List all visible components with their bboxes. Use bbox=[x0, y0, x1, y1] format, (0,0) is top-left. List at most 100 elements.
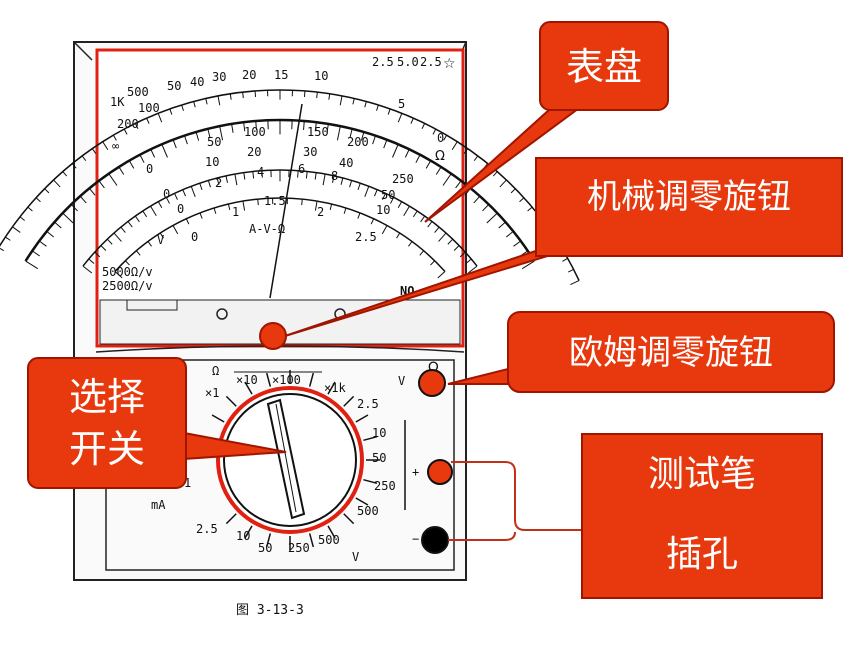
scale-tick bbox=[62, 171, 68, 177]
ohm-label: 100 bbox=[138, 101, 160, 115]
scale-tick bbox=[397, 113, 403, 123]
scale-tick bbox=[314, 172, 317, 180]
scale-tick bbox=[35, 197, 41, 203]
scale-tick bbox=[102, 141, 109, 151]
scale-tick bbox=[25, 260, 39, 270]
low-ac-label: 2 bbox=[317, 205, 324, 219]
scale-tick bbox=[340, 177, 344, 185]
ac-small-label: 10 bbox=[376, 203, 390, 217]
callout-dial-text: 表盘 bbox=[566, 45, 642, 89]
ohm-label: 10 bbox=[314, 69, 328, 83]
scale-tick bbox=[252, 171, 255, 179]
scale-tick bbox=[229, 93, 232, 100]
selector-tick bbox=[343, 513, 355, 525]
omega-icon: Ω bbox=[435, 149, 445, 164]
range-bottom: 250 bbox=[288, 541, 310, 555]
scale-tick bbox=[425, 160, 432, 169]
scale-tick bbox=[114, 271, 123, 279]
scale-tick bbox=[455, 180, 462, 189]
scale-tick bbox=[54, 221, 62, 229]
scale-tick bbox=[372, 135, 376, 145]
scale-tick bbox=[146, 117, 150, 124]
ohm-label: 20 bbox=[242, 68, 256, 82]
sensitivity-1: 5000Ω/v bbox=[102, 265, 153, 279]
low-ac-label: 2.5 bbox=[355, 230, 377, 244]
plus-jack[interactable] bbox=[427, 459, 453, 485]
low-ac-label: 1.5 bbox=[264, 194, 286, 208]
scale-tick bbox=[453, 245, 460, 251]
low-ac-label: 0 bbox=[191, 230, 198, 244]
scale-tick bbox=[172, 139, 177, 149]
scale-tick bbox=[199, 183, 203, 191]
body-edge bbox=[73, 41, 93, 61]
scale-tick bbox=[505, 230, 514, 238]
scale-arc bbox=[114, 197, 446, 272]
scale-tick bbox=[243, 122, 246, 132]
scale-tick bbox=[357, 183, 361, 191]
range-left-1: 1 bbox=[184, 476, 191, 490]
scale-tick bbox=[242, 201, 246, 211]
ohm-label: 500 bbox=[127, 85, 149, 99]
selector-tick bbox=[265, 533, 272, 548]
scale-tick bbox=[169, 108, 173, 115]
range-bottom: 10 bbox=[236, 529, 250, 543]
minus-jack[interactable] bbox=[421, 526, 449, 554]
scale-tick bbox=[297, 170, 299, 178]
scale-tick bbox=[243, 172, 246, 180]
callout-selector-box bbox=[27, 357, 187, 489]
callout-ohmzero-box bbox=[507, 311, 835, 393]
scale-arcs bbox=[0, 89, 580, 286]
range-left-ma: mA bbox=[151, 498, 166, 512]
selector-tick bbox=[244, 381, 253, 395]
scale-tick bbox=[185, 218, 190, 225]
scale-tick bbox=[139, 154, 145, 163]
scale-tick bbox=[38, 240, 47, 247]
ohm-zero-knob[interactable] bbox=[418, 369, 446, 397]
scale-tick bbox=[432, 128, 437, 135]
dc-label: 50 bbox=[207, 135, 221, 149]
range-right: 500 bbox=[357, 504, 379, 518]
scale-tick bbox=[108, 173, 118, 186]
scale-tick bbox=[134, 215, 140, 223]
scale-tick bbox=[420, 215, 426, 223]
ohm-label: 50 bbox=[167, 79, 181, 93]
scale-tick bbox=[195, 131, 200, 141]
callout-probe-box bbox=[581, 433, 823, 599]
scale-tick bbox=[412, 210, 418, 218]
ohm-label: 30 bbox=[212, 70, 226, 84]
scale-tick bbox=[499, 179, 507, 188]
ohm-label: 0 bbox=[437, 131, 444, 145]
scale-tick bbox=[442, 173, 452, 186]
scale-tick bbox=[217, 95, 221, 106]
mech-zero-knob[interactable] bbox=[259, 322, 287, 350]
scale-tick bbox=[190, 186, 196, 197]
selector-tick bbox=[244, 525, 253, 539]
scale-tick bbox=[207, 128, 211, 138]
mirror-slot bbox=[126, 299, 178, 311]
scale-tick bbox=[207, 180, 211, 188]
scale-tick bbox=[303, 120, 305, 130]
scale-tick bbox=[463, 148, 469, 154]
scale-tick bbox=[46, 230, 55, 238]
callout-dial-box bbox=[539, 21, 669, 111]
ohm-label: 1K bbox=[110, 95, 125, 109]
scale-tick bbox=[370, 218, 375, 225]
ohm-knob-v: V bbox=[398, 374, 405, 388]
scale-tick bbox=[376, 104, 379, 111]
scale-tick bbox=[27, 206, 33, 212]
scale-tick bbox=[193, 101, 196, 108]
scale-tick bbox=[451, 141, 458, 151]
scale-tick bbox=[570, 280, 580, 286]
scale-tick bbox=[465, 258, 472, 264]
scale-tick bbox=[98, 180, 105, 189]
scale-tick bbox=[157, 113, 163, 123]
scale-tick bbox=[205, 98, 208, 105]
scale-tick bbox=[71, 163, 77, 169]
scale-tick bbox=[568, 268, 574, 273]
scale-tick bbox=[231, 123, 234, 133]
ohm-label: 5 bbox=[398, 97, 405, 111]
scale-tick bbox=[127, 221, 133, 228]
scale-tick bbox=[397, 201, 403, 208]
top-mark-1: 2.5 bbox=[372, 55, 394, 69]
ac-small-label: 8 bbox=[331, 169, 338, 183]
